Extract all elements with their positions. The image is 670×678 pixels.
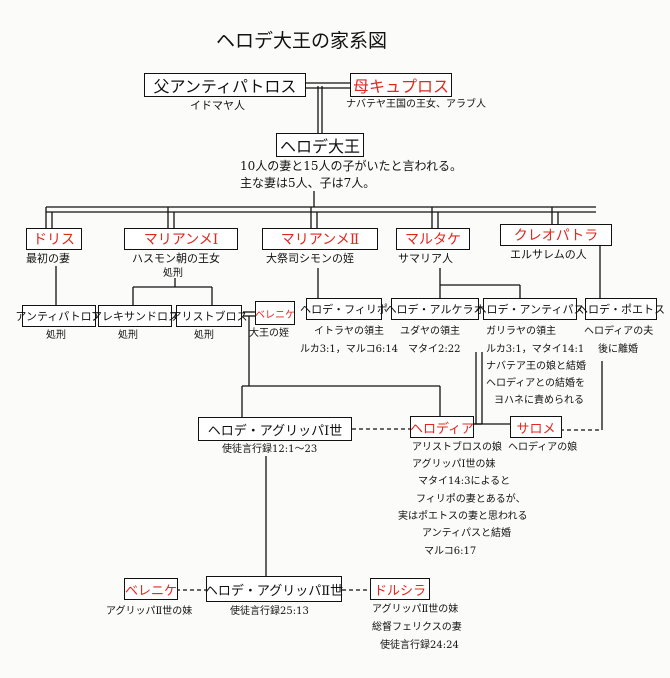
antipater-son-box: アンティパトロス bbox=[15, 305, 103, 327]
doris-name: ドリス bbox=[33, 232, 75, 248]
drusilla-note-3: 使徒言行録24:24 bbox=[380, 640, 459, 651]
archelaus-box: ヘロデ・アルケラオ bbox=[386, 298, 484, 320]
archelaus-note-2: マタイ2:22 bbox=[408, 344, 461, 355]
cleopatra-name: クレオパトラ bbox=[513, 228, 599, 244]
aristobulus-box: アリストブロス bbox=[171, 305, 248, 327]
agrippa2-note: 使徒言行録25:13 bbox=[230, 606, 309, 617]
mariamne1-name: マリアンメⅠ bbox=[143, 232, 219, 248]
herod-note-1: 10人の妻と15人の子がいたと言われる。 bbox=[240, 159, 462, 173]
archelaus-note-1: ユダヤの領主 bbox=[400, 326, 460, 337]
herod-note-2: 主な妻は5人、子は7人。 bbox=[240, 176, 376, 190]
antipas-note-3: ナバテア王の娘と結婚 bbox=[486, 361, 586, 372]
antipas-note-5: ヨハネに責められる bbox=[494, 395, 584, 406]
antipas-box: ヘロデ・アンティパス bbox=[476, 298, 584, 320]
kypros-name: 母キュプロス bbox=[352, 77, 449, 96]
drusilla-name: ドルシラ bbox=[373, 583, 426, 599]
agrippa1-note: 使徒言行録12:1～23 bbox=[222, 444, 318, 455]
berenice1-note: 大王の姪 bbox=[249, 328, 289, 339]
cleopatra-box: クレオパトラ bbox=[500, 224, 612, 246]
philip-poetos-name: ヘロデ・ポエトス bbox=[577, 303, 665, 316]
antipatros-box: 父アンティパトロス bbox=[144, 73, 306, 97]
berenice2-note: アグリッパⅡ世の妹 bbox=[106, 606, 193, 617]
kypros-box: 母キュプロス bbox=[350, 73, 452, 97]
antipas-name: ヘロデ・アンティパス bbox=[475, 303, 585, 316]
mariamne2-note: 大祭司シモンの姪 bbox=[266, 252, 354, 265]
mariamne2-name: マリアンメⅡ bbox=[280, 232, 360, 248]
malthace-box: マルタケ bbox=[396, 228, 470, 250]
herod-philip-note-2: ルカ3:1，マルコ6:14 bbox=[300, 344, 399, 355]
antipater-son-note: 処刑 bbox=[46, 330, 66, 341]
herodias-box: ヘロディア bbox=[410, 416, 474, 438]
mariamne1-note-2: 処刑 bbox=[163, 268, 183, 279]
agrippa2-name: ヘロデ・アグリッパⅡ世 bbox=[204, 583, 344, 599]
antipatros-note: イドマヤ人 bbox=[190, 99, 245, 112]
salome-note: ヘロディアの娘 bbox=[508, 442, 578, 453]
drusilla-note-2: 総督フェリクスの妻 bbox=[372, 622, 462, 633]
agrippa1-box: ヘロデ・アグリッパⅠ世 bbox=[198, 417, 352, 441]
alexander-note: 処刑 bbox=[118, 330, 138, 341]
malthace-name: マルタケ bbox=[405, 232, 461, 248]
doris-box: ドリス bbox=[26, 228, 82, 250]
salome-name: サロメ bbox=[516, 421, 556, 437]
herodias-note-2: アグリッパⅠ世の妹 bbox=[412, 459, 496, 470]
drusilla-box: ドルシラ bbox=[370, 578, 430, 600]
drusilla-note-1: アグリッパⅡ世の妹 bbox=[372, 604, 459, 615]
malthace-note: サマリア人 bbox=[398, 252, 453, 265]
antipas-note-2: ルカ3:1，マタイ14:1 bbox=[486, 344, 585, 355]
berenice2-name: ベレニケ bbox=[125, 583, 178, 599]
berenice1-name: ベレニケ bbox=[255, 309, 295, 321]
antipas-note-4: ヘロディアとの結婚を bbox=[486, 378, 585, 389]
herodias-note-1: アリストブロスの娘 bbox=[412, 442, 502, 453]
salome-box: サロメ bbox=[510, 416, 562, 438]
agrippa2-box: ヘロデ・アグリッパⅡ世 bbox=[204, 576, 344, 602]
herodias-note-7: マルコ6:17 bbox=[424, 546, 477, 557]
page-title: ヘロデ大王の家系図 bbox=[216, 30, 388, 52]
doris-note: 最初の妻 bbox=[26, 252, 70, 265]
herodias-note-3: マタイ14:3によると bbox=[418, 476, 511, 487]
antipas-note-1: ガリラヤの領主 bbox=[486, 326, 556, 337]
herod-philip-note-1: イトラヤの領主 bbox=[314, 326, 384, 337]
kypros-note: ナバテヤ王国の王女、アラブ人 bbox=[346, 99, 486, 110]
aristobulus-name: アリストブロス bbox=[170, 310, 248, 323]
alexander-name: アレキサンドロス bbox=[91, 310, 179, 323]
mariamne1-note: ハスモン朝の王女 bbox=[132, 252, 220, 265]
agrippa1-name: ヘロデ・アグリッパⅠ世 bbox=[207, 423, 343, 439]
herodias-note-6: アンティパスと結婚 bbox=[422, 528, 511, 539]
philip-poetos-box: ヘロデ・ポエトス bbox=[577, 298, 665, 320]
cleopatra-note: エルサレムの人 bbox=[510, 248, 587, 261]
philip-poetos-note-2: 後に離婚 bbox=[598, 344, 638, 355]
herodias-name: ヘロディア bbox=[409, 421, 475, 437]
mariamne2-box: マリアンメⅡ bbox=[262, 228, 378, 250]
aristobulus-note: 処刑 bbox=[194, 330, 214, 341]
herod-box: ヘロデ大王 bbox=[276, 133, 364, 157]
mariamne1-box: マリアンメⅠ bbox=[124, 228, 238, 250]
berenice1-box: ベレニケ bbox=[255, 301, 295, 325]
herodias-note-5: 実はポエトスの妻と思われる bbox=[398, 511, 528, 522]
herodias-note-4: フィリポの妻とあるが、 bbox=[416, 494, 526, 505]
alexander-box: アレキサンドロス bbox=[91, 305, 179, 327]
antipatros-name: 父アンティパトロス bbox=[153, 77, 297, 96]
archelaus-name: ヘロデ・アルケラオ bbox=[385, 303, 485, 316]
herod-name: ヘロデ大王 bbox=[279, 137, 360, 156]
antipater-son-name: アンティパトロス bbox=[15, 310, 103, 323]
herod-philip-box: ヘロデ・フィリポ bbox=[300, 298, 388, 320]
herod-philip-name: ヘロデ・フィリポ bbox=[300, 303, 388, 316]
berenice2-box: ベレニケ bbox=[124, 578, 178, 600]
philip-poetos-note-1: ヘロディアの夫 bbox=[584, 326, 654, 337]
